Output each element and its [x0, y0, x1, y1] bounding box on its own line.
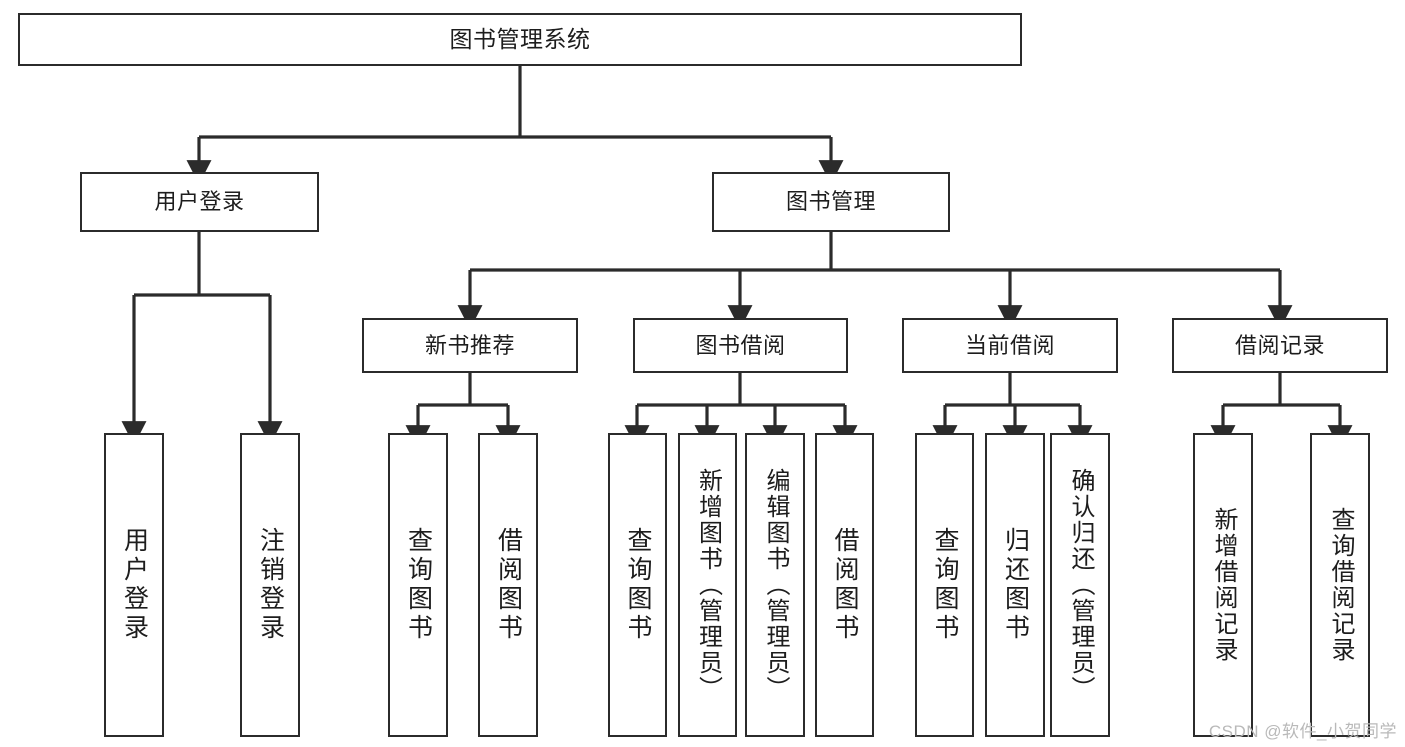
node-book-management[interactable]: 图书管理 [712, 172, 950, 232]
node-label: 编辑图书（管理员） [762, 468, 789, 702]
node-label: 注销登录 [256, 527, 285, 643]
node-label: 新增借阅记录 [1210, 507, 1237, 663]
leaf-query-borrow-record[interactable]: 查询借阅记录 [1310, 433, 1370, 737]
node-label: 图书借阅 [695, 332, 786, 358]
leaf-add-borrow-record[interactable]: 新增借阅记录 [1193, 433, 1253, 737]
leaf-add-book[interactable]: 新增图书（管理员） [678, 433, 737, 737]
leaf-borrow-book-2[interactable]: 借阅图书 [815, 433, 874, 737]
node-book-borrow[interactable]: 图书借阅 [633, 318, 848, 373]
node-borrow-record[interactable]: 借阅记录 [1172, 318, 1388, 373]
node-user-login[interactable]: 用户登录 [80, 172, 319, 232]
leaf-logout-login[interactable]: 注销登录 [240, 433, 300, 737]
node-label: 当前借阅 [964, 332, 1055, 358]
node-label: 查询图书 [404, 527, 433, 643]
node-label: 用户登录 [120, 527, 149, 643]
node-new-book-recommend[interactable]: 新书推荐 [362, 318, 578, 373]
node-current-borrow[interactable]: 当前借阅 [902, 318, 1118, 373]
node-label: 查询借阅记录 [1327, 507, 1354, 663]
node-label: 新增图书（管理员） [694, 468, 722, 702]
watermark-text: CSDN @软件_小贺同学 [1208, 722, 1397, 741]
node-label: 查询图书 [931, 527, 959, 643]
leaf-borrow-book-1[interactable]: 借阅图书 [478, 433, 538, 737]
leaf-query-book-3[interactable]: 查询图书 [915, 433, 974, 737]
node-label: 图书管理 [785, 189, 876, 215]
leaf-query-book-2[interactable]: 查询图书 [608, 433, 667, 737]
node-label: 借阅图书 [831, 527, 859, 643]
node-root-system[interactable]: 图书管理系统 [18, 13, 1022, 66]
leaf-edit-book[interactable]: 编辑图书（管理员） [745, 433, 805, 737]
node-label: 查询图书 [624, 527, 652, 643]
node-label: 用户登录 [154, 189, 245, 215]
leaf-query-book-1[interactable]: 查询图书 [388, 433, 448, 737]
node-label: 确认归还（管理员） [1067, 468, 1094, 702]
node-label: 归还图书 [1001, 527, 1030, 643]
leaf-user-login[interactable]: 用户登录 [104, 433, 164, 737]
node-label: 新书推荐 [424, 332, 515, 358]
leaf-return-book[interactable]: 归还图书 [985, 433, 1045, 737]
node-label: 借阅图书 [494, 527, 523, 643]
node-label: 图书管理系统 [449, 26, 591, 53]
leaf-confirm-return[interactable]: 确认归还（管理员） [1050, 433, 1110, 737]
node-label: 借阅记录 [1234, 332, 1325, 358]
